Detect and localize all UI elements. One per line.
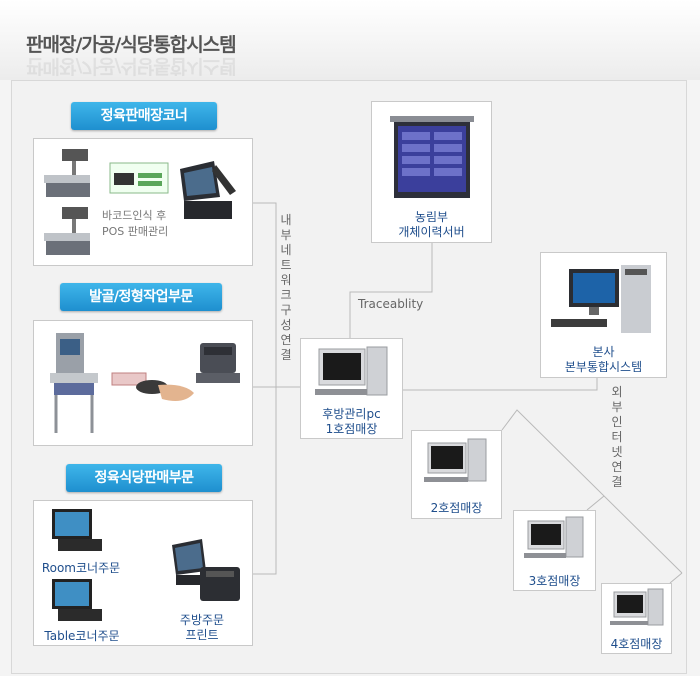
touch-pos-icon [52,509,102,551]
store4-label: 4호점매장 [610,637,663,651]
pos-terminal-icon [180,161,236,219]
meat-corner-illustration [44,149,236,255]
hq-node: 본사 본부통합시스템 [540,252,667,378]
store2-node: 2호점매장 [411,430,502,519]
hq-computer-icon [551,265,651,333]
traceability-label: Traceablity [358,297,424,311]
store4-node: 4호점매장 [601,583,672,654]
backoffice-computer-icon [315,346,388,396]
meat-caption-2: POS 판매관리 [102,225,169,238]
traceability-line [349,243,433,338]
hq-label-1: 본사 [592,345,615,359]
external-internet-line [413,378,598,391]
deboning-title: 발골/정형작업부문 [60,283,222,311]
restaurant-title: 정육식당판매부문 [66,464,222,492]
backoffice-label-1: 후방관리pc [322,407,381,421]
deboning-illustration [50,333,240,433]
page-header [0,0,700,80]
backoffice-node: 후방관리pc 1호점매장 [300,338,403,439]
meat-caption-1: 바코드인식 후 [102,209,167,222]
restaurant-illustration [52,509,240,621]
server-node: 농림부 개체이력서버 [371,101,492,243]
scale-icon [44,149,90,197]
pos-terminal-icon [172,539,206,585]
external-internet-label: 외부인터넷연결 [611,385,623,489]
store2-label: 2호점매장 [430,501,483,515]
table-order-label: Table코너주문 [44,629,120,643]
store3-label: 3호점매장 [528,574,581,588]
server-icon [390,116,474,198]
restaurant-box: Room코너주문 Table코너주문 주방주문 프린트 [33,500,253,646]
store3-node: 3호점매장 [513,510,596,591]
internal-network-label: 내부네트워크구성연결 [280,213,292,362]
touch-pos-icon [52,579,102,621]
barcode-label-icon [109,162,169,194]
page-title: 판매장/가공/식당통합시스템 [26,34,237,56]
kitchen-print-label-2: 프린트 [185,628,219,642]
scale-icon [44,207,90,255]
hq-label-2: 본부통합시스템 [564,360,643,374]
backoffice-label-2: 1호점매장 [325,422,378,436]
store3-computer-icon [524,516,584,558]
server-label-2: 개체이력서버 [398,225,465,239]
kitchen-print-label-1: 주방주문 [179,613,225,627]
kiosk-scale-icon [50,333,98,433]
kitchen-printer-icon [200,567,240,601]
store2-computer-icon [424,438,487,482]
label-printer-icon [196,343,240,383]
store4-computer-icon [610,588,664,626]
meat-corner-box: 바코드인식 후 POS 판매관리 [33,138,253,266]
server-label-1: 농림부 [414,210,449,224]
room-order-label: Room코너주문 [41,561,121,575]
deboning-box [33,320,253,446]
meat-corner-title: 정육판매장코너 [71,102,217,130]
barcode-scanner-icon [111,372,194,401]
internal-network-line [253,202,277,575]
